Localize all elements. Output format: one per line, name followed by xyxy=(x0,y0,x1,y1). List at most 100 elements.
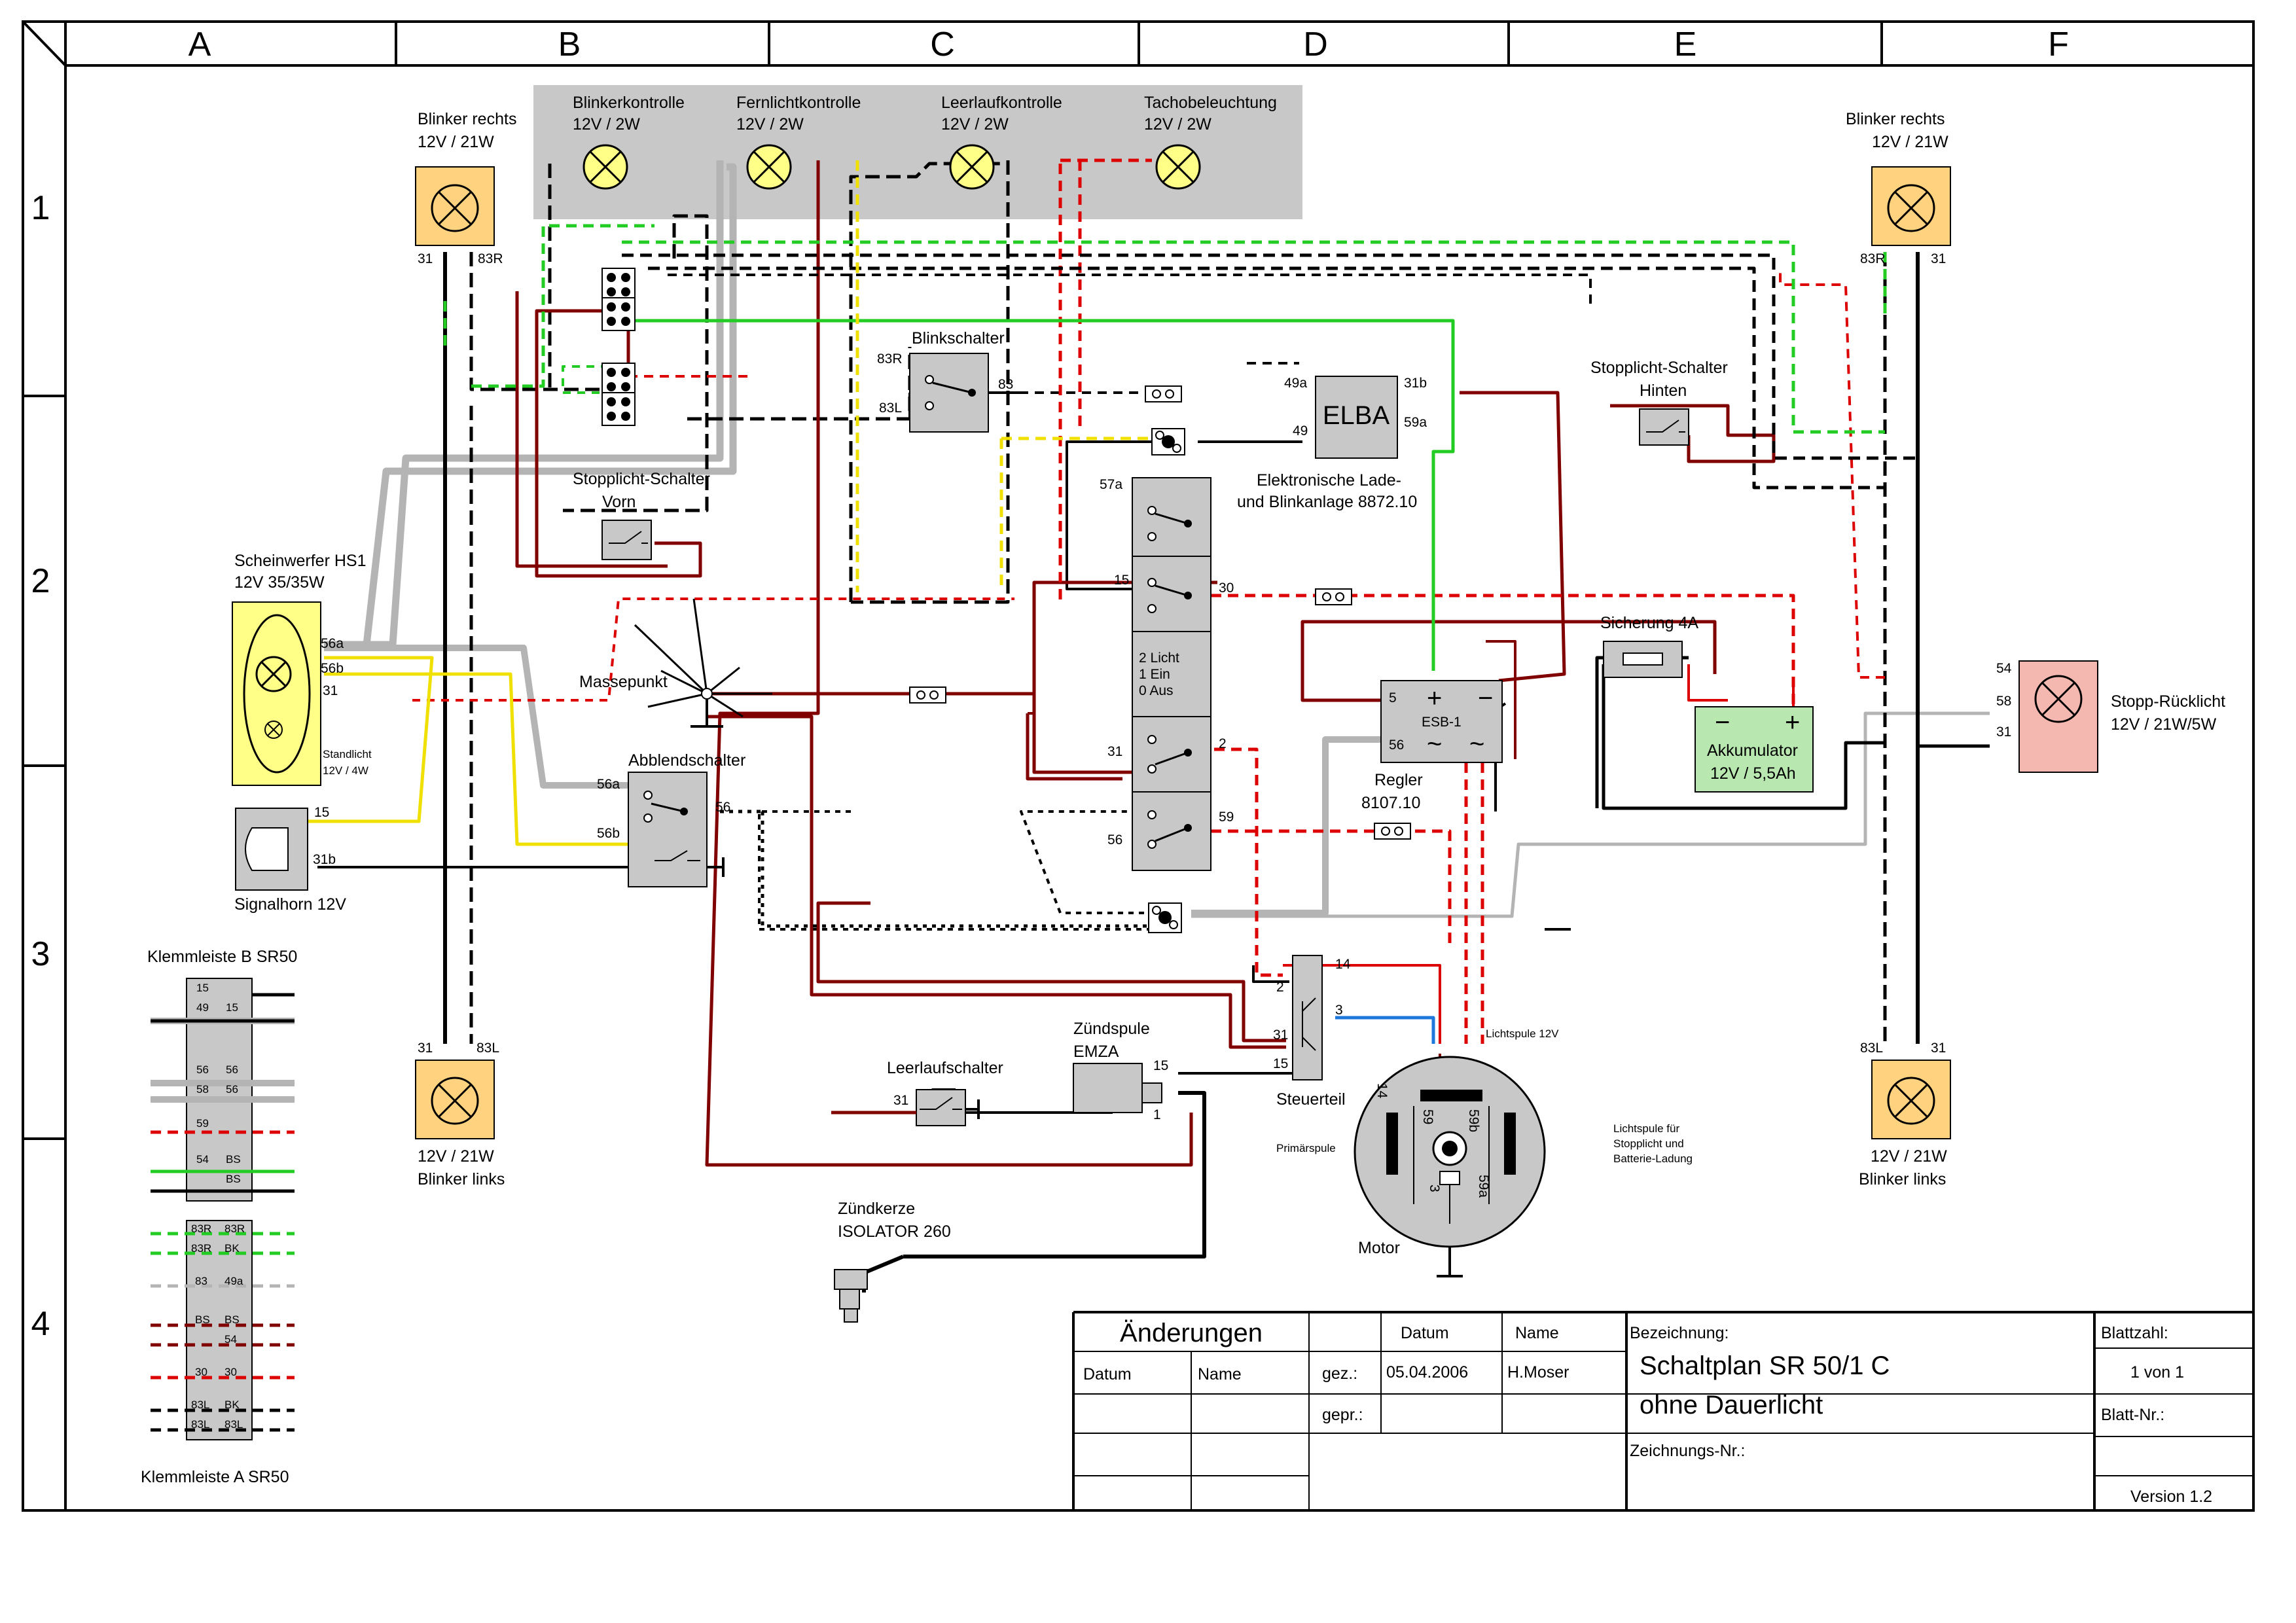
sicherung-label: Sicherung 4A xyxy=(1600,614,1698,632)
inline-connector xyxy=(909,687,946,704)
connector-block xyxy=(601,268,636,302)
pin-label: 56b xyxy=(597,826,620,841)
stopp-rating: 12V / 21W/5W xyxy=(2111,715,2217,734)
wire-green-1 xyxy=(615,319,1455,671)
blinker-rating: 12V / 21W xyxy=(1872,133,1948,151)
lamp-leerlaufkontrolle: Leerlaufkontrolle 12V / 2W xyxy=(941,94,1062,190)
blinker-label: Blinker links xyxy=(1859,1170,1946,1188)
akku-rating: 12V / 5,5Ah xyxy=(1710,764,1796,783)
pin-label: 3 xyxy=(1427,1185,1442,1192)
scheinwerfer: Scheinwerfer HS1 12V 35/35W 56a 56b 31 S… xyxy=(232,552,372,786)
wire-red-dash-6 xyxy=(1214,747,1283,977)
pin-label: 15 xyxy=(1114,573,1129,588)
blinker-rating: 12V / 21W xyxy=(418,1147,494,1166)
wire-darkred-9 xyxy=(1300,620,1717,702)
klemme-label: 56 xyxy=(196,1063,209,1076)
klemme-label: 83L xyxy=(191,1418,209,1431)
ac-sign: ~ xyxy=(1469,730,1484,758)
column-label: D xyxy=(1303,26,1328,63)
pin-label: 31 xyxy=(1931,1041,1946,1056)
elba-unit: ELBA 49a 49 31b 59a Elektronische Lade- … xyxy=(1237,376,1427,511)
pin-label: 1 xyxy=(1153,1107,1161,1122)
column-label: E xyxy=(1674,26,1697,63)
lamp-rating: 12V / 2W xyxy=(1144,115,1211,134)
klemme-label: 83R xyxy=(191,1222,211,1235)
wire-yellow-2 xyxy=(301,656,434,823)
pin-label: 2 xyxy=(1219,736,1227,751)
akku-plus: + xyxy=(1785,708,1800,737)
gez-label: gez.: xyxy=(1322,1364,1357,1383)
wire-darkred-3 xyxy=(1032,694,1132,774)
lamp-rating: 12V / 2W xyxy=(941,115,1009,134)
column-label: B xyxy=(558,26,581,63)
pin-label: 54 xyxy=(1996,661,2012,676)
gez-name: H.Moser xyxy=(1507,1363,1569,1382)
klemmleiste-a: 83R 83R 83R BK 83 49a BS BS 54 30 30 83L… xyxy=(141,1220,295,1486)
klemme-label: 30 xyxy=(224,1366,237,1378)
stopp-ruecklicht: 54 58 31 Stopp-Rücklicht 12V / 21W/5W xyxy=(1996,660,2225,773)
drawing-subtitle: ohne Dauerlicht xyxy=(1640,1391,1823,1419)
column-label: F xyxy=(2048,26,2069,63)
lichtspule-note: Lichtspule für xyxy=(1613,1122,1679,1135)
blattzahl-value: 1 von 1 xyxy=(2130,1363,2184,1382)
lamp-label: Fernlichtkontrolle xyxy=(736,94,861,112)
standlicht-label: Standlicht xyxy=(323,748,372,760)
pin-label: 56 xyxy=(1107,832,1122,847)
blinker-label: Blinker rechts xyxy=(418,110,516,128)
wire-black-19 xyxy=(1602,664,1885,810)
klemme-label: 56 xyxy=(226,1063,238,1076)
pin-label: 83R xyxy=(877,351,903,366)
connector-block xyxy=(1148,902,1182,933)
row-label: 2 xyxy=(31,562,50,600)
pin-label: 57a xyxy=(1100,477,1122,492)
klemme-label: 58 xyxy=(196,1083,209,1096)
wire-darkred-6 xyxy=(816,901,1286,1043)
wire-green-dash-5 xyxy=(562,365,628,394)
pin-label: 59a xyxy=(1476,1175,1491,1198)
position-label: 1 Ein xyxy=(1139,667,1170,682)
connector-block xyxy=(1151,428,1185,455)
bezeichnung-label: Bezeichnung: xyxy=(1630,1324,1729,1342)
inline-connector xyxy=(1315,588,1352,605)
klemme-label: BS xyxy=(195,1313,210,1326)
wire-black-16 xyxy=(903,1091,1206,1258)
klemme-label: 15 xyxy=(196,982,209,994)
wire-grey-headlight-1 xyxy=(324,163,737,649)
lamp-rating: 12V / 2W xyxy=(573,115,640,134)
massepunkt: Massepunkt xyxy=(579,673,723,728)
wire-black-23 xyxy=(1252,965,1289,983)
inline-connectors xyxy=(909,385,1411,840)
stopp-vorn-label: Stopplicht-Schalter xyxy=(573,470,710,488)
row-label: 4 xyxy=(31,1305,50,1343)
zuendspule-type: EMZA xyxy=(1073,1043,1119,1061)
pin-label: 31 xyxy=(1107,744,1122,759)
leerlaufschalter: Leerlaufschalter 31 xyxy=(831,1059,1003,1126)
datum-header: Datum xyxy=(1401,1324,1449,1342)
pin-label: 15 xyxy=(1273,1056,1288,1071)
lichtspule-note: Batterie-Ladung xyxy=(1613,1152,1693,1165)
plus-sign: + xyxy=(1427,684,1442,713)
gez-datum: 05.04.2006 xyxy=(1386,1363,1468,1382)
esb-label: ESB-1 xyxy=(1422,715,1462,730)
wire-red-dash-10 xyxy=(1779,268,1885,679)
leerlaufschalter-label: Leerlaufschalter xyxy=(887,1059,1003,1077)
inline-connector xyxy=(1145,385,1182,402)
pin-label: 14 xyxy=(1374,1083,1390,1099)
zuendkerze: Zündkerze ISOLATOR 260 xyxy=(834,1200,951,1323)
pin-label: 83L xyxy=(1860,1041,1883,1056)
klemme-label: BS xyxy=(226,1153,241,1166)
pin-label: 56 xyxy=(1389,738,1404,753)
signalhorn: 15 31b Signalhorn 12V xyxy=(234,805,346,914)
pin-label: 56a xyxy=(597,777,620,792)
elba-desc: und Blinkanlage 8872.10 xyxy=(1237,493,1417,511)
pin-label: 31 xyxy=(893,1093,908,1108)
minus-sign: − xyxy=(1478,684,1493,713)
wire-darkred-13 xyxy=(1026,713,1122,781)
blinker-rechts-rear: Blinker rechts 12V / 21W 83R 31 xyxy=(1846,110,1951,266)
inline-connector xyxy=(1374,823,1411,840)
wire-black-5 xyxy=(563,214,709,512)
wire-green-dash-2 xyxy=(622,240,1885,434)
esb-regler: ESB-1 + − ~ ~ 5 56 Regler 8107.10 xyxy=(1361,680,1503,812)
wire-red-dash-9 xyxy=(412,597,1014,702)
wire-darkred-1 xyxy=(705,160,1193,1167)
